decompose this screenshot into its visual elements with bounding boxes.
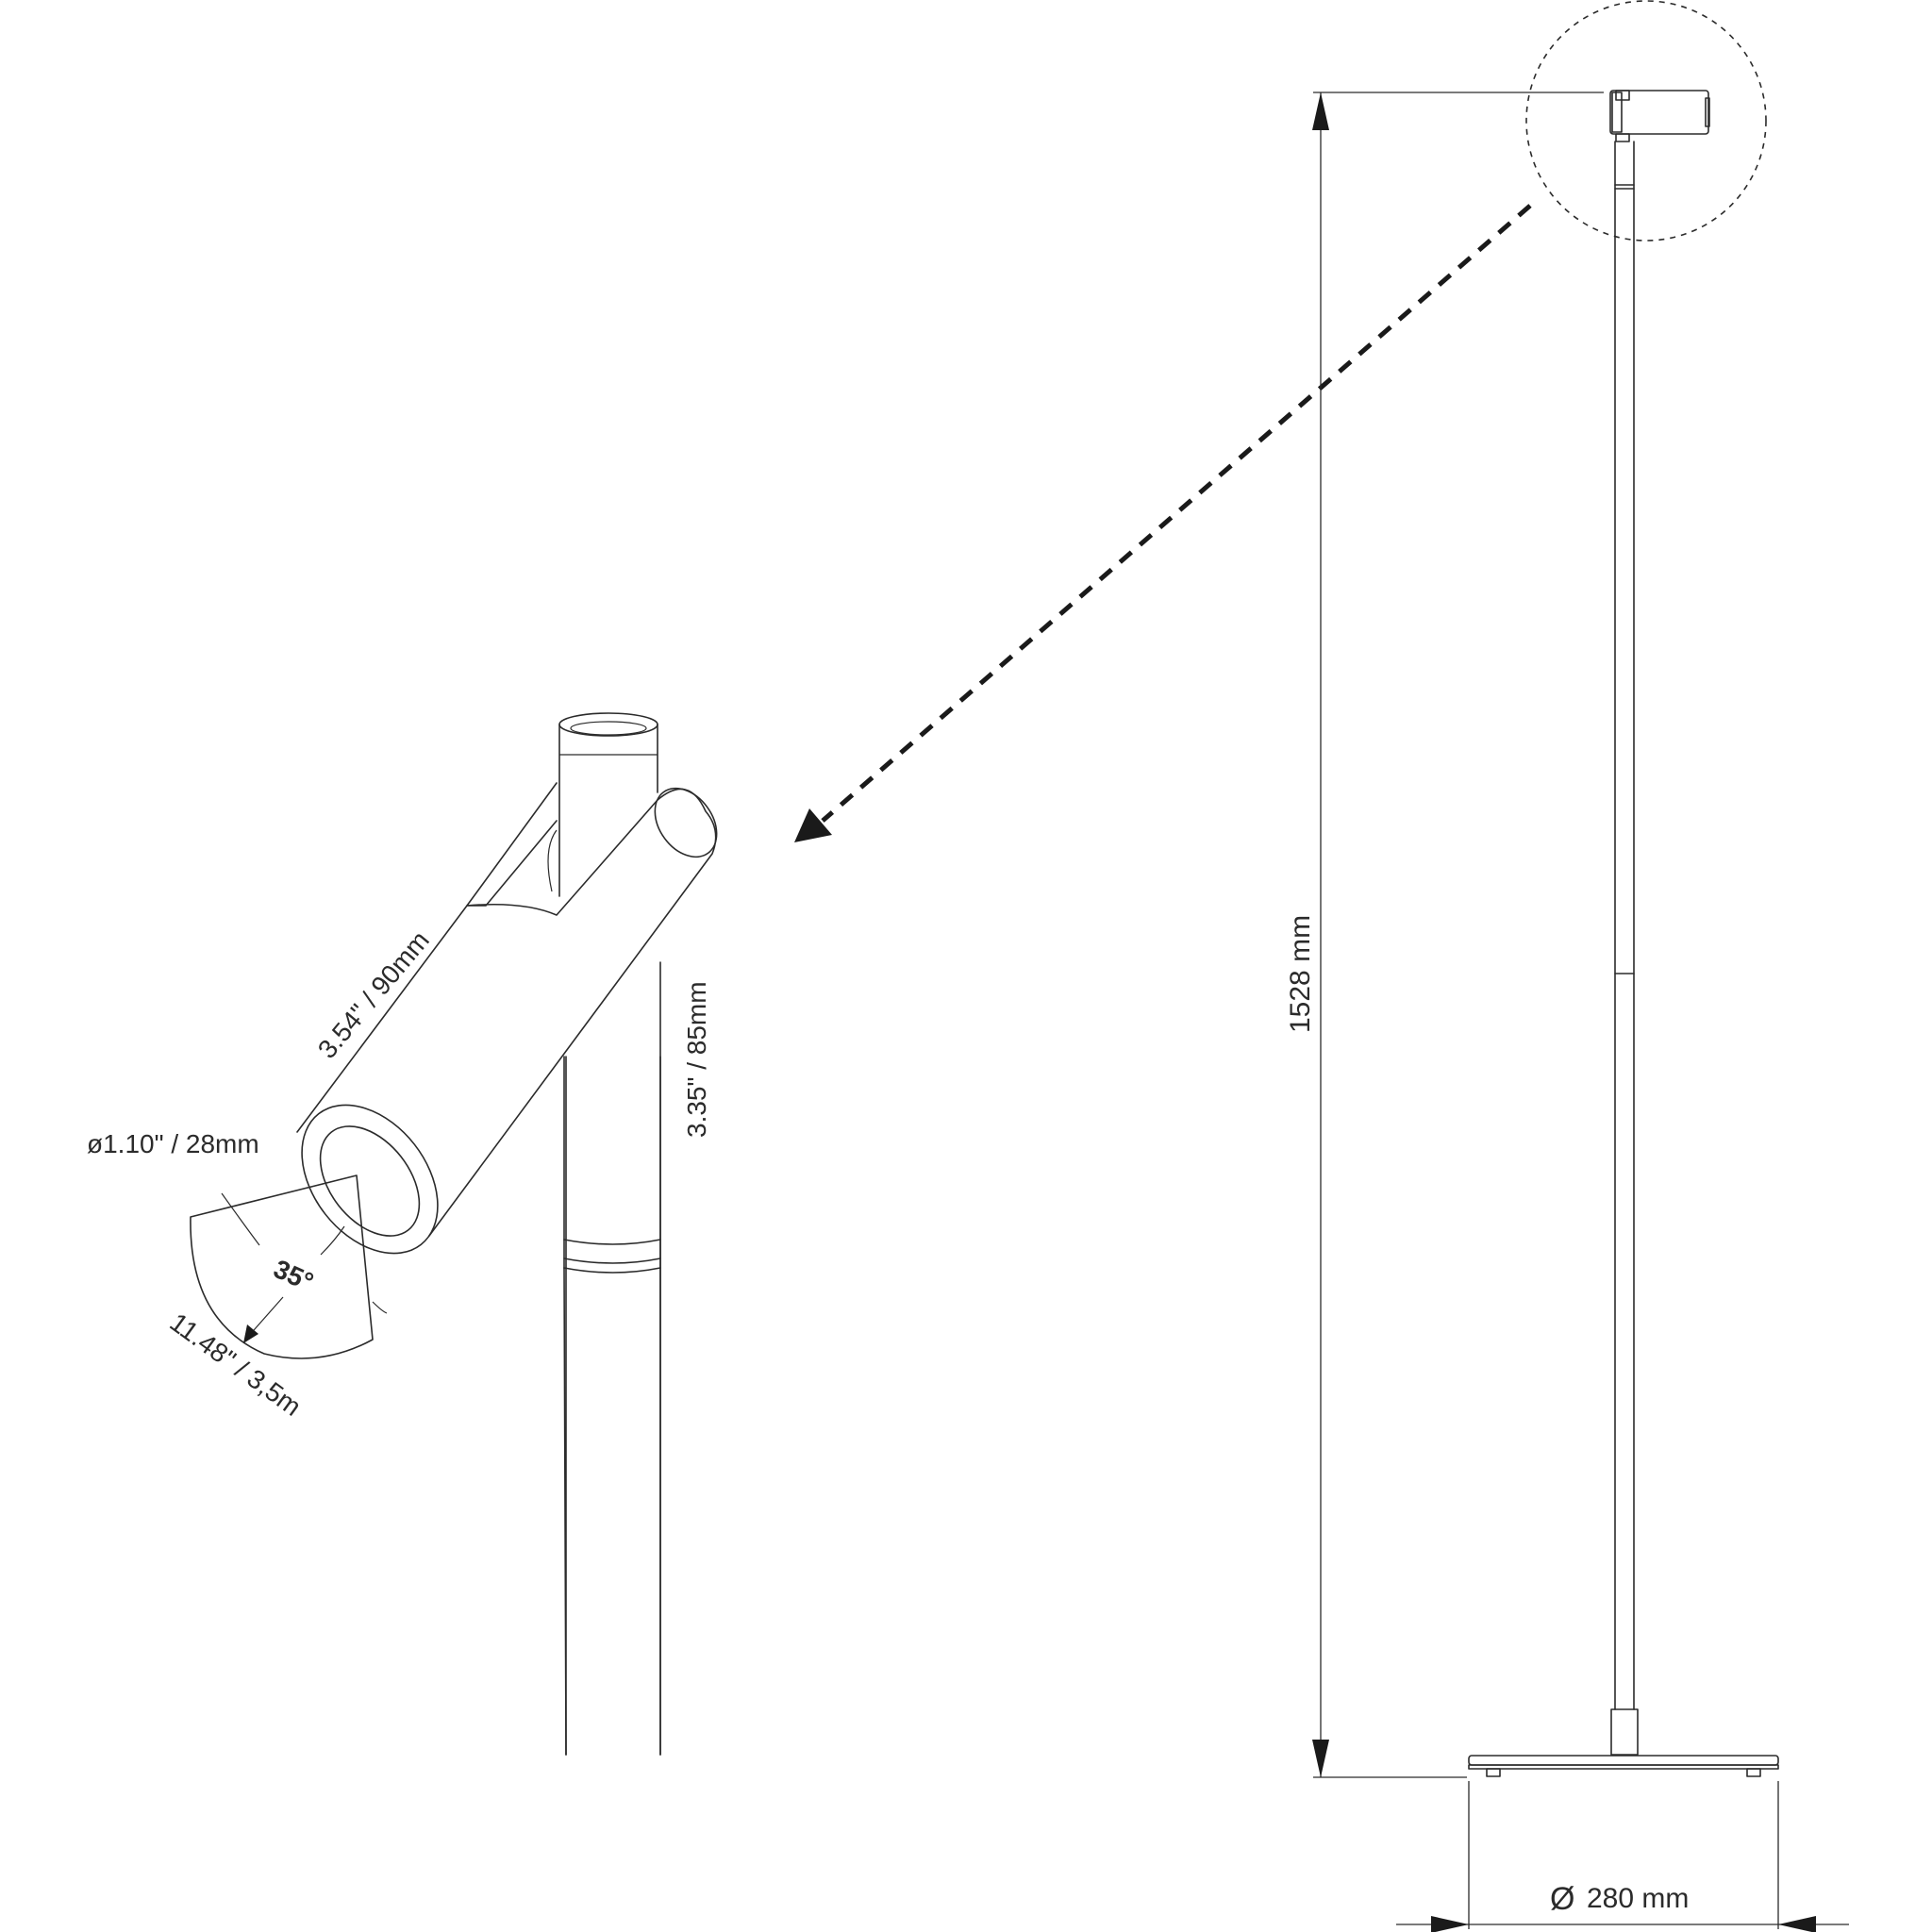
dashed-callout-circle-icon bbox=[1525, 0, 1767, 242]
elevation-head bbox=[1609, 90, 1710, 142]
detail-spot-head bbox=[296, 787, 718, 1255]
elevation-pole bbox=[1610, 141, 1639, 1756]
diameter-symbol-icon: Ø bbox=[1550, 1881, 1574, 1917]
detail-view: 3.54" / 90mm 3.35" / 85mm ø1.10" / 28mm … bbox=[87, 712, 718, 1756]
elevation-view: 1528 mm Ø 280 mm bbox=[1285, 0, 1849, 1932]
base-diameter-label: 280 mm bbox=[1587, 1883, 1689, 1914]
beam-angle-label: 35° bbox=[270, 1254, 318, 1297]
detail-bracket bbox=[466, 782, 558, 907]
arm-length-label: 3.54" / 90mm bbox=[312, 925, 435, 1064]
height-dimension: 1528 mm bbox=[1285, 92, 1604, 1778]
dashed-arrow-icon bbox=[821, 204, 1532, 823]
head-diameter-label: ø1.10" / 28mm bbox=[87, 1129, 259, 1158]
base-diameter-dimension: Ø 280 mm bbox=[1396, 1781, 1849, 1932]
height-label: 1528 mm bbox=[1285, 915, 1316, 1033]
detail-stem bbox=[558, 712, 661, 1756]
detail-beam-cone bbox=[190, 1174, 388, 1359]
head-height-label: 3.35" / 85mm bbox=[682, 981, 711, 1138]
callout-pointer bbox=[794, 204, 1532, 842]
elevation-base bbox=[1468, 1755, 1779, 1777]
beam-reach-label: 11.48" / 3,5m bbox=[164, 1307, 307, 1422]
